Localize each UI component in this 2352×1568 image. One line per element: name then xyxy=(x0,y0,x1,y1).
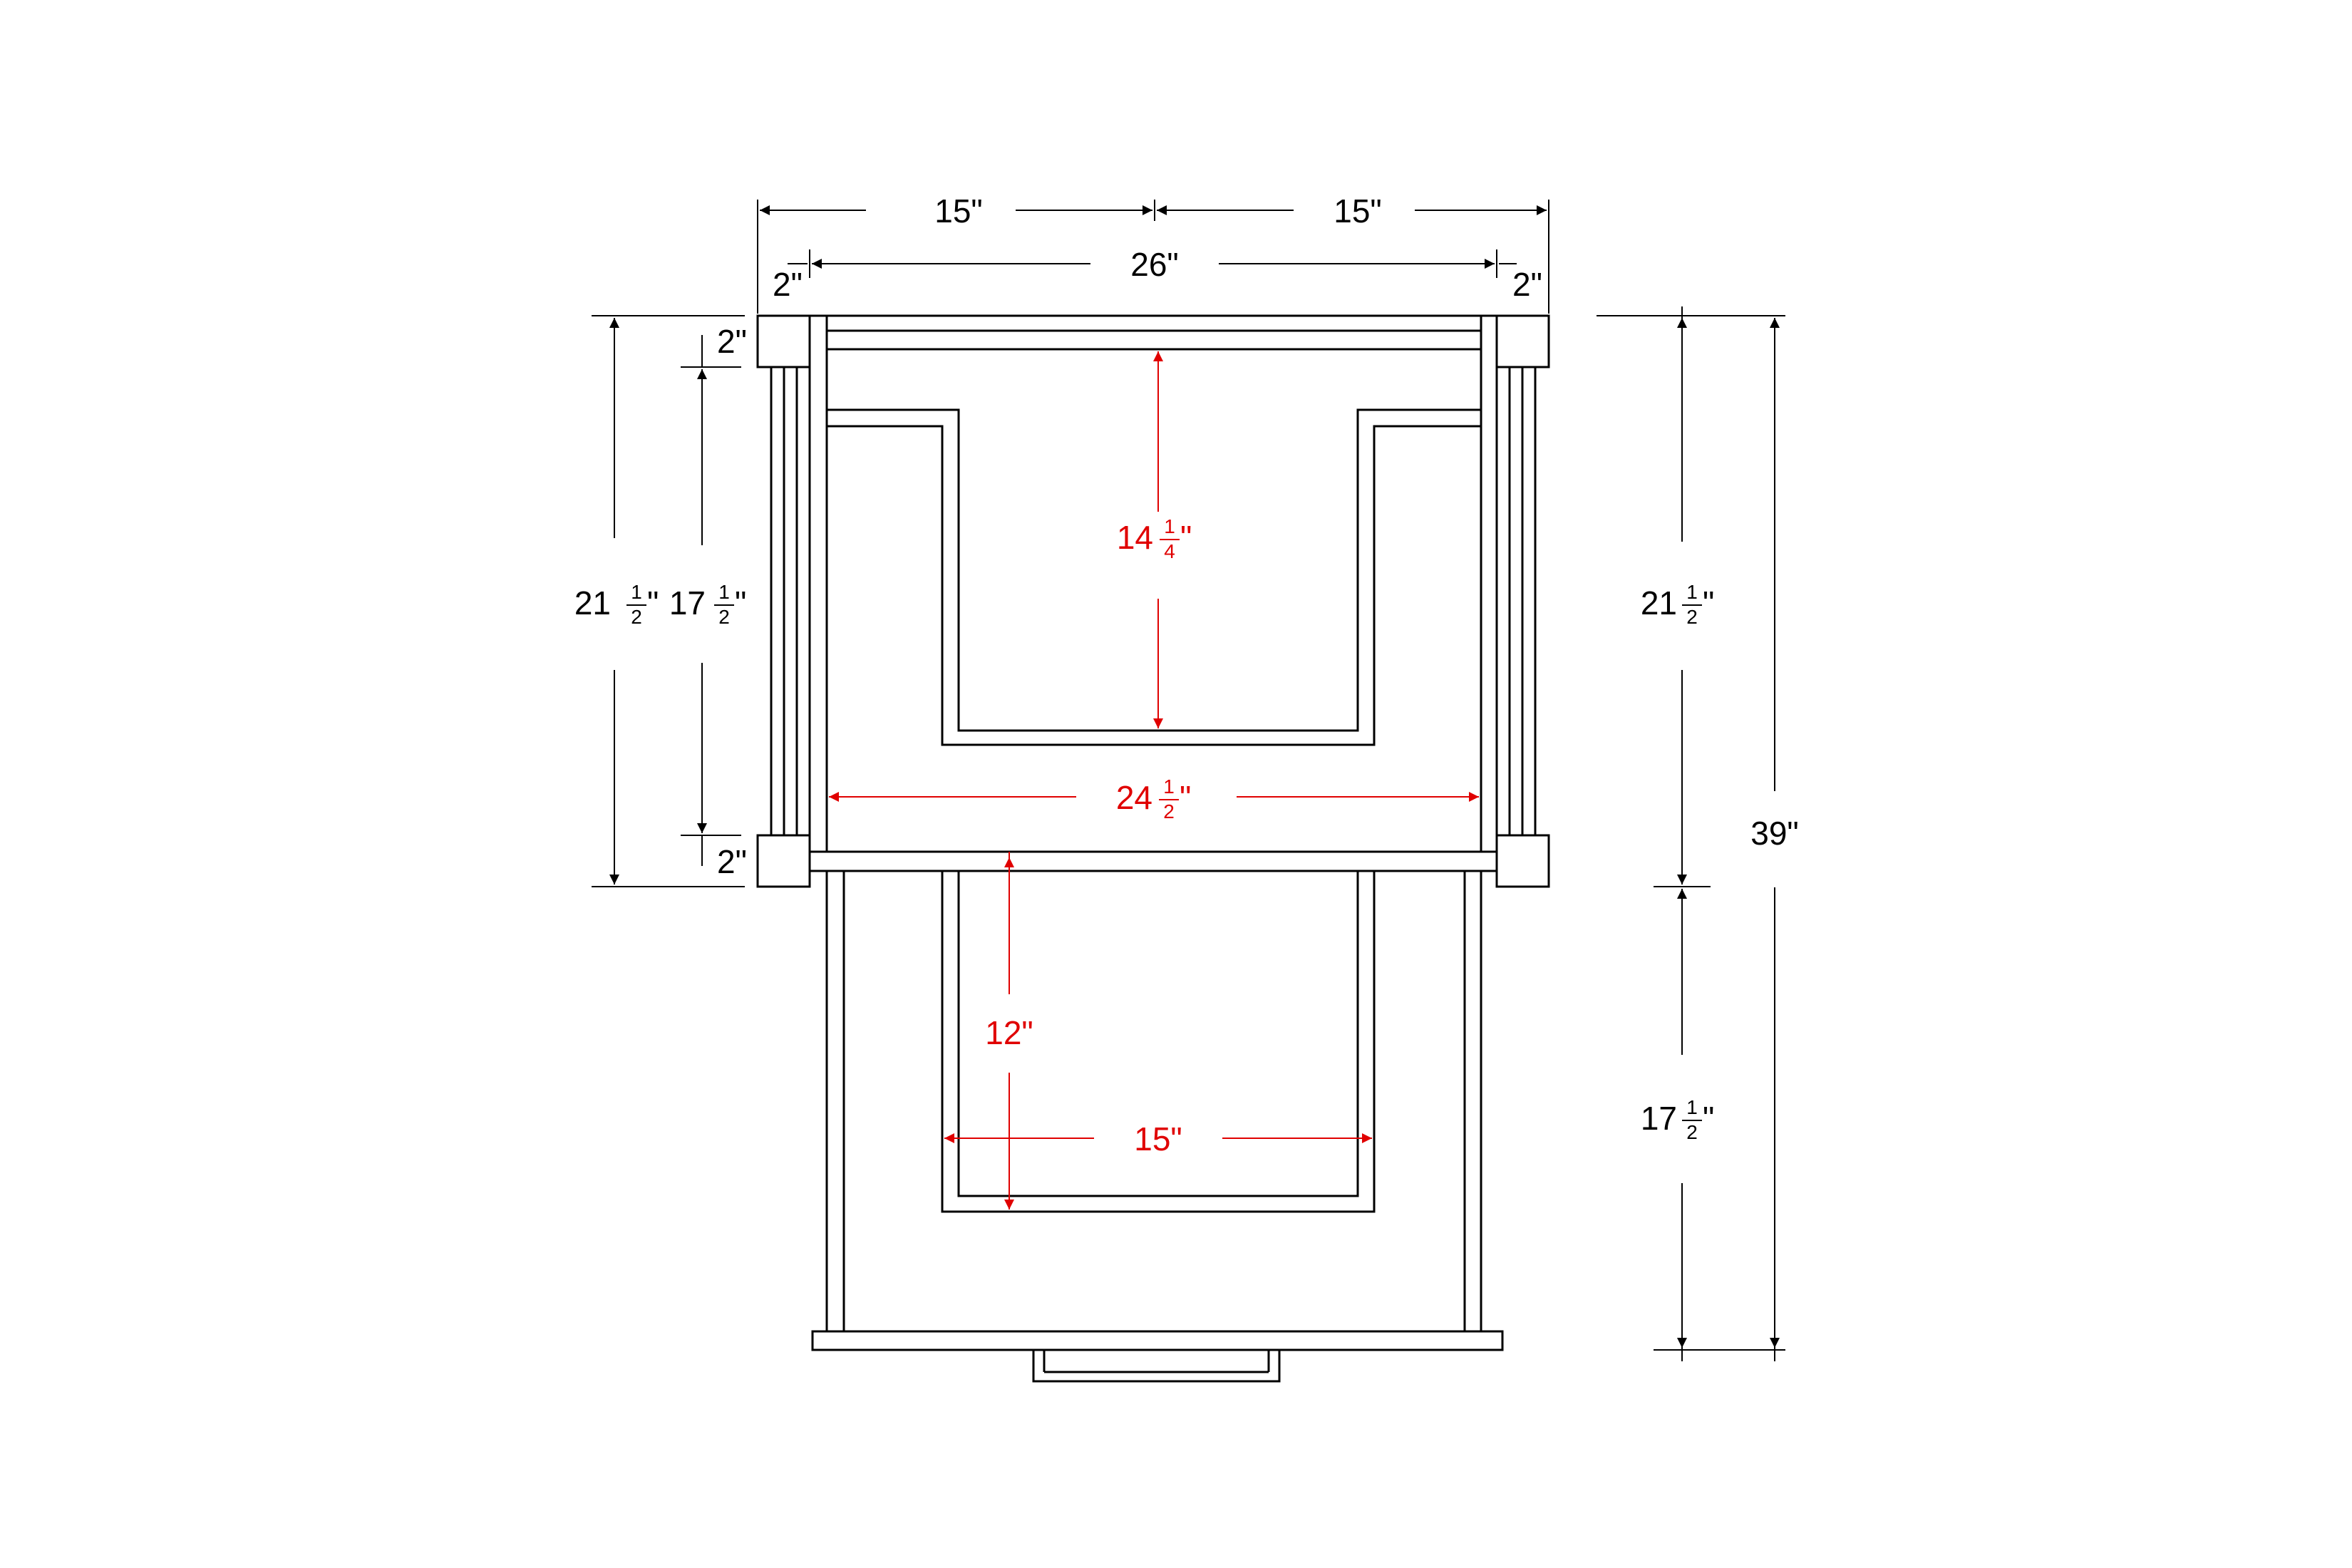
svg-text:4: 4 xyxy=(1164,540,1175,562)
svg-text:24: 24 xyxy=(1116,779,1152,816)
post-bottom-left xyxy=(756,834,811,888)
svg-text:1: 1 xyxy=(1686,581,1698,603)
upper-u-cutout xyxy=(827,408,1481,732)
post-top-right xyxy=(1495,314,1550,368)
dim-left-inner-height: 17 1 2 " xyxy=(669,581,747,628)
drawer-box xyxy=(811,871,1504,1383)
svg-text:21: 21 xyxy=(1641,584,1677,621)
dim-bottom-post-height: 2" xyxy=(717,843,747,880)
svg-text:1: 1 xyxy=(1164,515,1175,537)
red-dimension-labels: 14 1 4 " 24 1 2 " 12" 15" xyxy=(985,515,1192,1157)
red-dimension-lines xyxy=(829,351,1479,1209)
svg-text:2: 2 xyxy=(1163,800,1175,822)
post-top-left xyxy=(756,314,811,368)
post-bottom-right xyxy=(1495,834,1550,888)
drawer-handle xyxy=(1032,1348,1281,1383)
svg-text:": " xyxy=(1180,779,1191,816)
dim-right-upper-height: 21 1 2 " xyxy=(1641,581,1715,628)
dim-cutout-depth: 14 1 4 " xyxy=(1117,515,1192,562)
svg-text:": " xyxy=(1180,519,1192,556)
dim-inner-width: 24 1 2 " xyxy=(1116,775,1192,822)
dim-drawer-opening-depth: 12" xyxy=(985,1014,1033,1051)
dim-right-lower-height: 17 1 2 " xyxy=(1641,1096,1715,1143)
svg-text:": " xyxy=(647,584,659,621)
dim-left-outer-height: 21 1 2 " xyxy=(574,581,659,628)
svg-text:21: 21 xyxy=(574,584,611,621)
dim-top-right-width: 15" xyxy=(1334,192,1382,229)
cabinet-frame xyxy=(756,314,1550,888)
dim-top-post-height: 2" xyxy=(717,323,747,360)
svg-text:": " xyxy=(1703,1100,1714,1137)
svg-text:": " xyxy=(735,584,746,621)
dim-drawer-opening-width: 15" xyxy=(1134,1120,1182,1157)
svg-text:2: 2 xyxy=(1686,1121,1698,1143)
dim-overall-inner-width: 26" xyxy=(1130,246,1179,283)
drawer-front xyxy=(811,1330,1504,1351)
dim-right-total-height: 39" xyxy=(1750,815,1799,852)
svg-text:": " xyxy=(1703,584,1714,621)
svg-text:17: 17 xyxy=(1641,1100,1677,1137)
svg-text:14: 14 xyxy=(1117,519,1153,556)
black-dimension-labels: 15" 15" 26" 2" 2" 2" 2" 39" 21 1 2 " 17 … xyxy=(574,192,1799,1143)
svg-text:17: 17 xyxy=(669,584,706,621)
black-dimension-lines xyxy=(592,200,1785,1361)
svg-text:1: 1 xyxy=(718,581,730,603)
dim-top-left-width: 15" xyxy=(934,192,983,229)
svg-text:1: 1 xyxy=(1163,775,1175,798)
svg-text:2: 2 xyxy=(718,606,730,628)
svg-text:1: 1 xyxy=(631,581,642,603)
dim-left-post-width: 2" xyxy=(773,266,803,303)
dim-right-post-width: 2" xyxy=(1512,266,1542,303)
svg-text:2: 2 xyxy=(631,606,642,628)
svg-text:1: 1 xyxy=(1686,1096,1698,1118)
svg-text:2: 2 xyxy=(1686,606,1698,628)
